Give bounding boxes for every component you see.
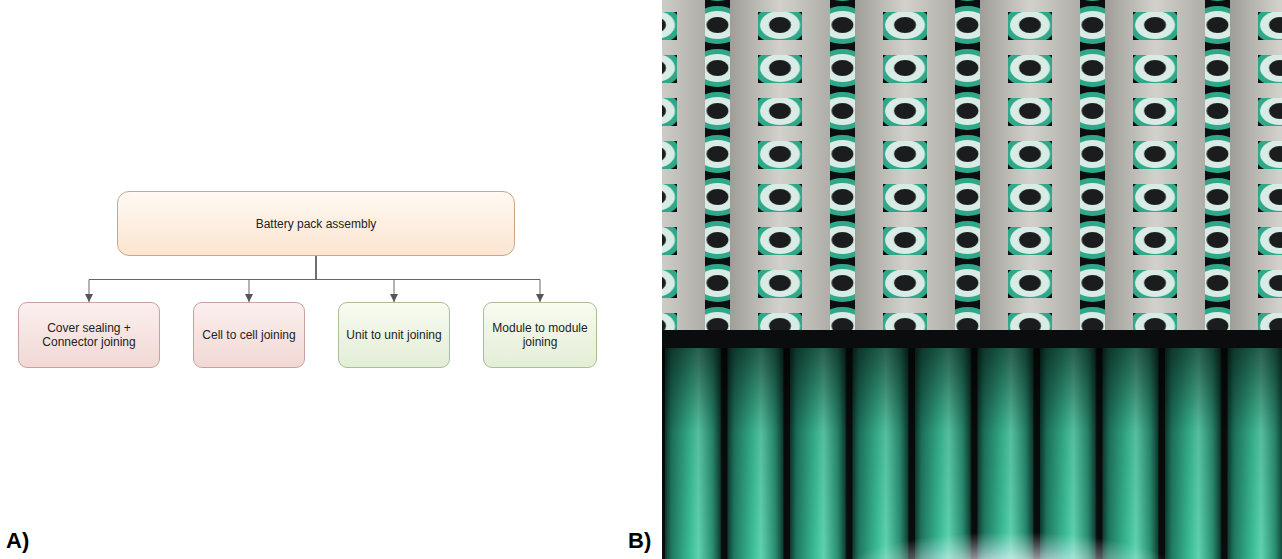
photo-ground	[662, 0, 1282, 559]
cell-holder	[662, 330, 1282, 348]
tree-connector	[89, 256, 316, 302]
nickel-strip	[1105, 0, 1205, 332]
box-text: Unit to unit joining	[346, 328, 441, 342]
nickel-strip	[855, 0, 955, 332]
root-box: Battery pack assembly	[117, 191, 515, 256]
box-text: Module to module joining	[490, 321, 590, 349]
cell-tops	[662, 0, 1282, 338]
process-box: Cell to cell joining	[193, 302, 305, 368]
photo-content	[662, 0, 1282, 559]
nickel-strip	[730, 0, 830, 332]
process-box: Module to module joining	[483, 302, 597, 368]
light-glare	[840, 532, 1180, 559]
tree-connector	[249, 256, 316, 302]
panel-label: A)	[6, 528, 29, 554]
tree-connector	[316, 256, 540, 302]
cell-sides	[662, 348, 1282, 559]
process-box: Unit to unit joining	[338, 302, 450, 368]
box-text: Cover sealing + Connector joining	[25, 321, 153, 349]
nickel-strip	[662, 0, 705, 332]
nickel-strip	[1230, 0, 1282, 332]
box-text: Battery pack assembly	[256, 217, 377, 231]
box-text: Cell to cell joining	[202, 328, 295, 342]
cell-shade	[662, 348, 1282, 559]
process-box: Cover sealing + Connector joining	[18, 302, 160, 368]
nickel-strips	[662, 0, 1282, 332]
panel-label: B)	[628, 528, 651, 554]
nickel-strip	[980, 0, 1080, 332]
